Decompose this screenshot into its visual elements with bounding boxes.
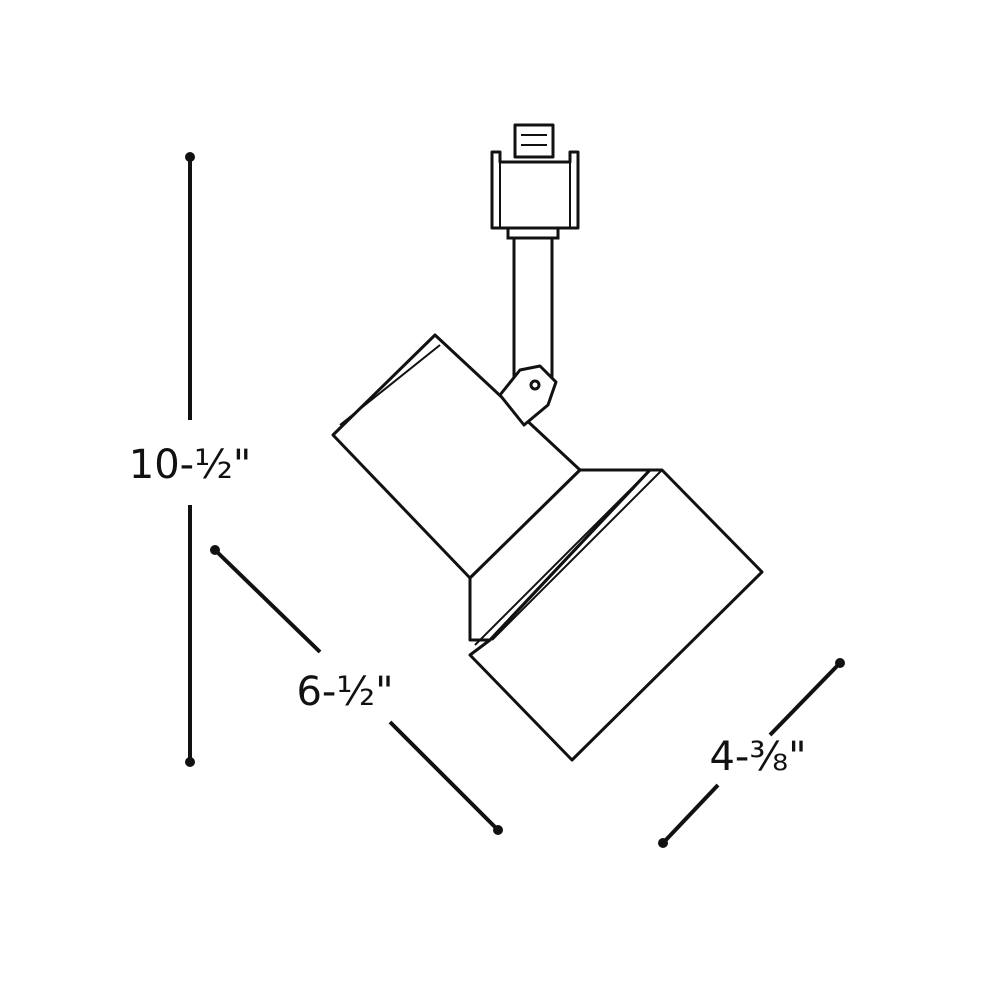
length-dimension-line-upper (213, 548, 322, 654)
pivot-screw-icon (529, 379, 541, 391)
track-adapter (490, 123, 580, 230)
height-endpoint-bottom (185, 757, 195, 767)
diameter-dimension: 4-⅜" (658, 658, 845, 848)
track-adapter-body (490, 150, 580, 230)
pivot-knuckle-body (498, 364, 558, 427)
height-dimension: 10-½" (129, 152, 252, 767)
length-endpoint-upper (210, 545, 220, 555)
diameter-dimension-line-upper (768, 661, 842, 737)
length-dimension-label: 6-½" (296, 669, 393, 715)
track-adapter-top-connector (513, 123, 555, 159)
lamp-head (331, 333, 764, 762)
length-dimension-line-lower (388, 720, 500, 832)
pivot-knuckle (498, 364, 558, 427)
height-dimension-label: 10-½" (129, 442, 252, 488)
lamp-head-trim-line-1 (469, 469, 581, 579)
diameter-dimension-label: 4-⅜" (709, 734, 806, 780)
diameter-endpoint-lower (658, 838, 668, 848)
height-endpoint-top (185, 152, 195, 162)
lamp-head-trim-line-2 (474, 469, 651, 646)
lamp-head-rear-edge (339, 344, 441, 426)
stem-rod (512, 236, 554, 380)
lamp-head-trim-line-3 (491, 469, 663, 641)
length-dimension: 6-½" (210, 545, 503, 835)
diameter-endpoint-upper (835, 658, 845, 668)
diameter-dimension-line-lower (661, 783, 720, 845)
length-endpoint-lower (493, 825, 503, 835)
stem (506, 226, 560, 380)
